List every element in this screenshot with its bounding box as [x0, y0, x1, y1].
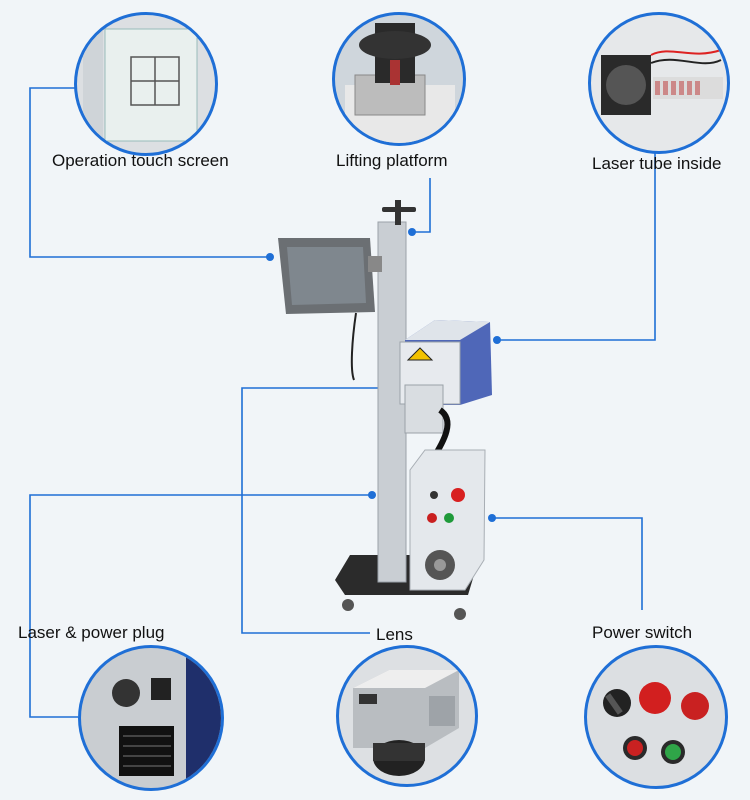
dot-lifting-platform — [408, 228, 416, 236]
plug-socket-icon — [112, 648, 221, 788]
key-switch — [430, 491, 438, 499]
touch-screen-detail — [74, 12, 218, 156]
monitor-arm — [368, 256, 382, 272]
line-laser-power-plug — [29, 494, 372, 718]
line-power-switch — [492, 517, 643, 610]
lift-handle — [382, 207, 416, 212]
line-laser-tube — [497, 120, 656, 341]
screen-grid-icon — [83, 27, 198, 142]
monitor-screen — [287, 247, 366, 305]
cabinet-fan-hub — [434, 559, 446, 571]
caster-wheel — [342, 599, 354, 611]
lifting-platform-detail — [332, 12, 466, 146]
label-lifting-platform: Lifting platform — [336, 151, 448, 170]
stop-button — [427, 513, 437, 523]
laser-tube-detail — [588, 12, 730, 154]
caster-wheel — [454, 608, 466, 620]
laser-warning-sign — [406, 347, 434, 361]
label-laser-tube: Laser tube inside — [592, 154, 722, 173]
monitor-cable — [350, 312, 357, 381]
laser-power-plug-detail — [78, 645, 224, 791]
lift-handle-rod — [395, 200, 401, 225]
label-touch-screen: Operation touch screen — [52, 151, 229, 170]
label-lens: Lens — [376, 625, 413, 644]
lifting-gear-icon — [345, 23, 455, 143]
dot-laser-power-plug — [368, 491, 376, 499]
dot-touch-screen — [266, 253, 274, 261]
dot-laser-tube — [493, 336, 501, 344]
laser-tube-top — [405, 320, 490, 340]
line-lens — [241, 387, 410, 634]
line-lifting-platform — [412, 178, 431, 233]
emergency-stop — [451, 488, 465, 502]
fan-and-terminals-icon — [601, 49, 723, 115]
label-power-switch: Power switch — [592, 623, 693, 642]
lens-icon — [353, 670, 459, 776]
label-laser-power-plug: Laser & power plug — [18, 623, 165, 642]
switch-panel-icon — [603, 682, 709, 764]
galvo-head — [404, 384, 444, 434]
line-touch-screen — [29, 87, 270, 258]
power-switch-detail — [584, 645, 728, 789]
lens-detail — [336, 645, 478, 787]
start-button — [444, 513, 454, 523]
laser-marking-machine — [278, 200, 492, 620]
dot-power-switch — [488, 514, 496, 522]
